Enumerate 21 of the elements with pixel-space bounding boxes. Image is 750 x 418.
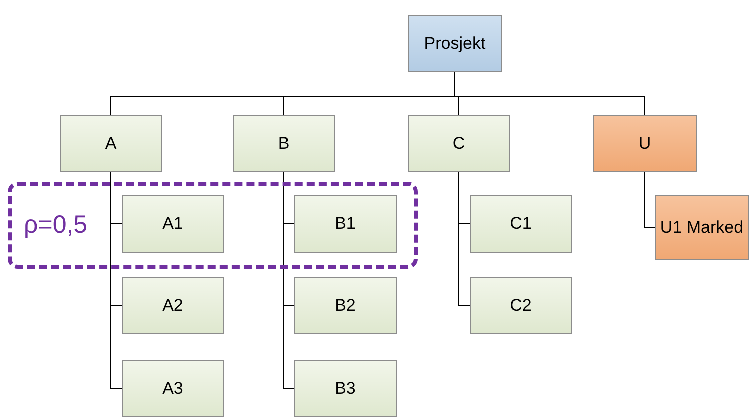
org-box: Prosjekt [408, 15, 502, 72]
org-box: B [233, 115, 335, 172]
org-box: A3 [122, 360, 224, 417]
connector-line [458, 172, 470, 306]
org-box: B1 [294, 195, 397, 253]
connector-line [454, 72, 646, 116]
org-box: A [60, 115, 162, 172]
org-box: U1 Marked [655, 195, 749, 260]
org-box: B2 [294, 277, 397, 334]
org-box: C2 [470, 277, 572, 334]
org-box: C [408, 115, 510, 172]
connector-line [284, 172, 294, 389]
org-box: C1 [470, 195, 572, 253]
connector-line [110, 172, 122, 389]
connector-line [644, 172, 656, 228]
ratio-label: ρ=0,5 [24, 211, 88, 240]
org-box: B3 [294, 360, 397, 417]
org-box: U [593, 115, 697, 172]
org-box: A1 [122, 195, 224, 253]
dashed-group-frame [8, 182, 418, 269]
org-box: A2 [122, 277, 224, 334]
